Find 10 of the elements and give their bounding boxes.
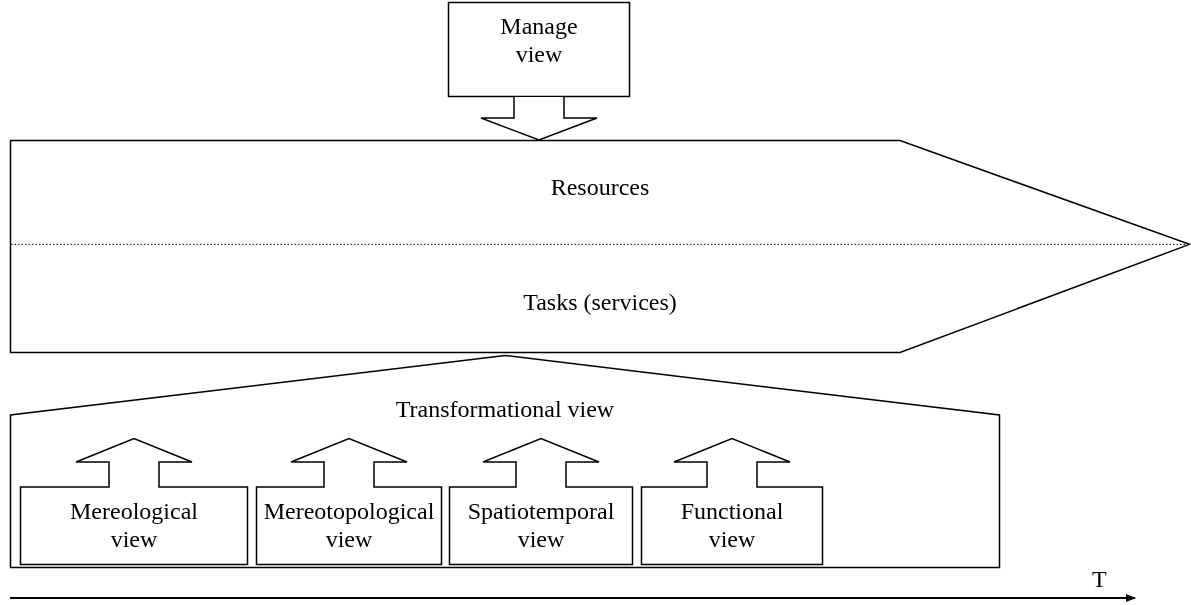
axis-label: T <box>1092 565 1107 593</box>
node-label: Mereological view <box>69 497 199 553</box>
block-arrow <box>480 96 598 141</box>
node-label: Manage view <box>499 12 579 68</box>
group-title: Transformational view <box>394 395 616 423</box>
node-label: Mereotopological view <box>262 497 436 553</box>
node-label: Functional view <box>679 497 785 553</box>
section-label: Tasks (services) <box>522 288 678 316</box>
node-label: Spatiotemporal view <box>466 497 616 553</box>
section-label: Resources <box>549 173 651 201</box>
